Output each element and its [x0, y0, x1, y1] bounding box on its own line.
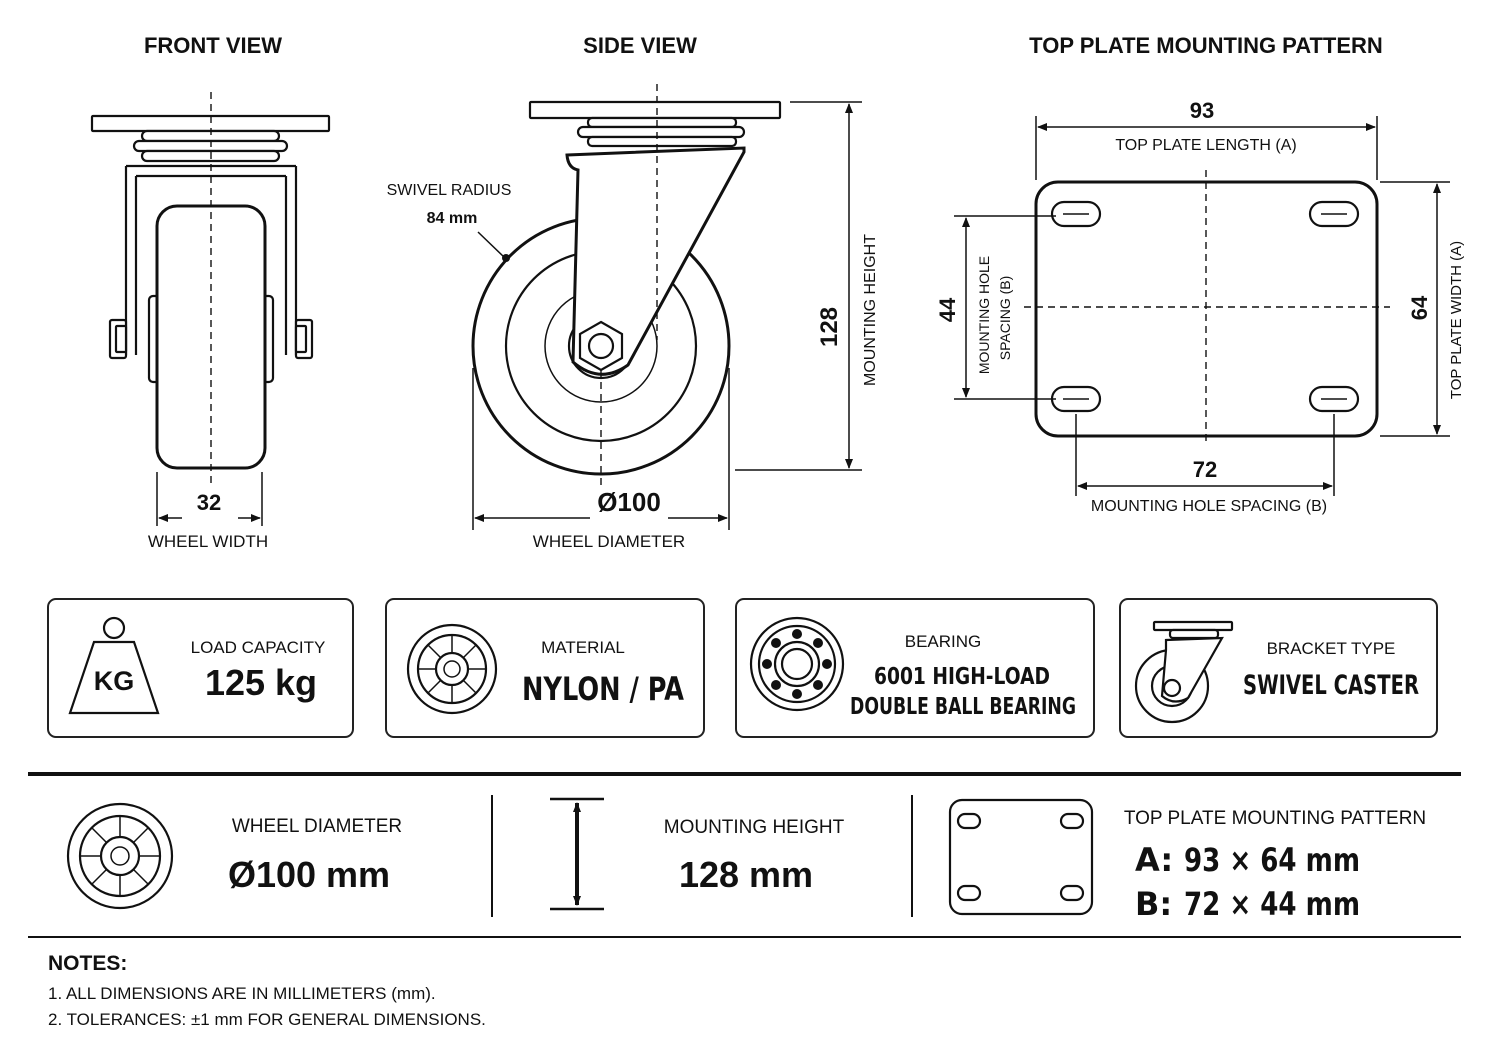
spec-card-bearing: BEARING 6001 HIGH-LOAD DOUBLE BALL BEARI…: [735, 598, 1095, 738]
mounting-height-value: 128: [816, 307, 843, 347]
swivel-radius-label: SWIVEL RADIUS: [387, 182, 512, 199]
notes: NOTES: 1. ALL DIMENSIONS ARE IN MILLIMET…: [48, 952, 486, 1029]
front-view: FRONT VIEW 32 WHEEL WIDTH: [90, 33, 331, 551]
summary-plate: TOP PLATE MOUNTING PATTERN A: 93 × 64 mm…: [948, 798, 1426, 923]
summary-wheel: WHEEL DIAMETER Ø100 mm: [66, 802, 402, 910]
material-value: NYLON / PA: [522, 670, 684, 708]
summary-height: MOUNTING HEIGHT 128 mm: [550, 797, 845, 911]
top-plate-view: TOP PLATE MOUNTING PATTERN 93 TOP PLATE …: [935, 33, 1465, 515]
side-view: SIDE VIEW SWIVEL RADIUS 84 mm 128 MOUNTI…: [387, 33, 879, 551]
note-item: 2. TOLERANCES: ±1 mm FOR GENERAL DIMENSI…: [48, 1010, 486, 1029]
summary-wheel-label: WHEEL DIAMETER: [232, 816, 402, 837]
summary-plate-a-value: 93 × 64 mm: [1184, 841, 1360, 879]
summary-height-value: 128 mm: [679, 854, 813, 895]
hole-spacing-v-label-line1: MOUNTING HOLE: [976, 256, 992, 374]
spec-card-material: MATERIAL NYLON / PA: [385, 598, 705, 738]
summary-plate-b-value: 72 × 44 mm: [1184, 885, 1360, 923]
summary-wheel-value: Ø100 mm: [228, 854, 390, 895]
plate-width-value: 64: [1407, 295, 1432, 320]
nylon-wheel-icon: [406, 623, 498, 715]
height-arrow-icon: [550, 797, 604, 911]
load-capacity-value: 125 kg: [205, 662, 317, 703]
bracket-type-value: SWIVEL CASTER: [1243, 670, 1419, 701]
weight-kg-icon: [68, 616, 160, 715]
material-label: MATERIAL: [541, 638, 625, 657]
top-plate-icon: [948, 798, 1094, 916]
summary-plate-b-prefix: B:: [1135, 885, 1172, 923]
plate-width-label: TOP PLATE WIDTH (A): [1448, 241, 1465, 399]
swivel-radius-value: 84 mm: [427, 210, 478, 227]
load-capacity-label: LOAD CAPACITY: [191, 638, 326, 657]
wheel-diameter-value: Ø100: [597, 487, 661, 517]
summary-plate-a-prefix: A:: [1135, 841, 1173, 879]
hole-spacing-v-value: 44: [935, 297, 960, 322]
spec-card-bracket: BRACKET TYPE SWIVEL CASTER: [1119, 598, 1438, 738]
note-item: 1. ALL DIMENSIONS ARE IN MILLIMETERS (mm…: [48, 984, 436, 1003]
hole-spacing-h-label: MOUNTING HOLE SPACING (B): [1091, 498, 1327, 515]
top-plate-title: TOP PLATE MOUNTING PATTERN: [1029, 33, 1383, 58]
swivel-caster-icon: [1134, 620, 1234, 724]
wheel-width-value: 32: [197, 490, 221, 515]
wheel-diameter-label: WHEEL DIAMETER: [533, 532, 685, 551]
plate-length-label: TOP PLATE LENGTH (A): [1115, 137, 1296, 154]
weight-icon-text: KG: [94, 666, 135, 696]
hole-spacing-v-label-line2: SPACING (B): [997, 276, 1013, 361]
front-view-title: FRONT VIEW: [144, 33, 282, 58]
ball-bearing-icon: [749, 616, 845, 712]
bearing-value-line2: DOUBLE BALL BEARING: [850, 694, 1076, 720]
mounting-height-label: MOUNTING HEIGHT: [862, 234, 879, 386]
bearing-label: BEARING: [905, 632, 982, 651]
bracket-type-label: BRACKET TYPE: [1267, 639, 1396, 658]
bearing-value-line1: 6001 HIGH-LOAD: [874, 664, 1050, 690]
side-view-title: SIDE VIEW: [583, 33, 697, 58]
wheel-icon: [66, 802, 174, 910]
spec-card-load: KG LOAD CAPACITY 125 kg: [47, 598, 354, 738]
wheel-width-label: WHEEL WIDTH: [148, 532, 268, 551]
notes-title: NOTES:: [48, 952, 127, 975]
summary-height-label: MOUNTING HEIGHT: [664, 817, 845, 838]
hole-spacing-h-value: 72: [1193, 457, 1217, 482]
summary-plate-label: TOP PLATE MOUNTING PATTERN: [1124, 808, 1426, 829]
plate-length-value: 93: [1190, 98, 1214, 123]
